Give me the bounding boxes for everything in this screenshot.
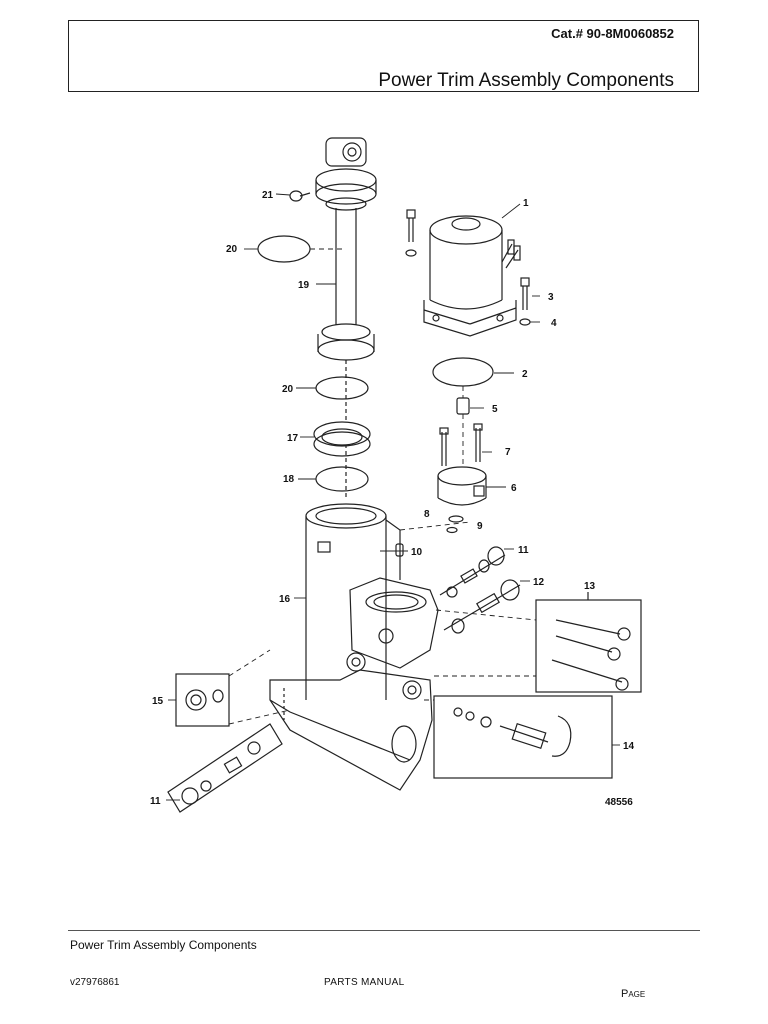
callout-9: 9 <box>477 521 483 532</box>
footer-page-label: Page <box>621 988 646 1000</box>
callout-4: 4 <box>551 318 557 329</box>
callout-numbers: 1 2 3 4 5 6 7 8 9 10 11 12 13 14 15 16 1… <box>150 190 635 808</box>
callout-5: 5 <box>492 404 498 415</box>
callout-8: 8 <box>424 509 430 520</box>
valve-kit-11-upper <box>439 546 506 598</box>
callout-3: 3 <box>548 292 554 303</box>
callout-11-upper: 11 <box>518 545 529 556</box>
callout-6: 6 <box>511 483 517 494</box>
callout-7: 7 <box>505 447 511 458</box>
o-ring-9 <box>446 526 458 534</box>
callout-16: 16 <box>279 594 291 605</box>
coupler-5 <box>456 397 470 415</box>
callout-15: 15 <box>152 696 164 707</box>
callout-19: 19 <box>298 280 310 291</box>
callout-1: 1 <box>523 198 529 209</box>
trim-housing <box>269 503 439 791</box>
callout-10: 10 <box>411 547 423 558</box>
o-ring-20-top <box>257 235 311 263</box>
callout-13: 13 <box>584 581 596 592</box>
callout-11-lower: 11 <box>150 796 161 807</box>
callout-21: 21 <box>262 190 274 201</box>
seal-17 <box>313 421 371 457</box>
callout-20-top: 20 <box>226 244 238 255</box>
valve-kit-11-lower <box>167 723 283 813</box>
pump-bolts-7 <box>439 423 483 466</box>
o-ring-20-lower <box>315 376 369 400</box>
kit-box-15 <box>175 673 230 727</box>
filter-8 <box>448 515 464 523</box>
pin-10 <box>395 543 404 557</box>
callout-12: 12 <box>533 577 545 588</box>
figure-number: 48556 <box>605 797 633 808</box>
header-box: Cat.# 90-8M0060852 Power Trim Assembly C… <box>68 20 699 92</box>
callout-17: 17 <box>287 433 299 444</box>
callout-14: 14 <box>623 741 635 752</box>
footer-doc-code: v27976861 <box>70 977 120 988</box>
callout-2: 2 <box>522 369 528 380</box>
callout-leaders <box>166 193 620 801</box>
o-ring-18 <box>315 466 369 492</box>
dashed-connector-lines <box>228 248 537 725</box>
pump-6 <box>437 466 487 506</box>
screw-21 <box>289 190 311 202</box>
callout-20-lower: 20 <box>282 384 294 395</box>
footer-manual-label: PARTS MANUAL <box>324 977 405 988</box>
kit-box-14 <box>433 695 613 779</box>
footer-section-title: Power Trim Assembly Components <box>70 938 257 952</box>
kit-box-13 <box>535 599 642 693</box>
valve-kit-12 <box>443 579 521 634</box>
catalog-number: Cat.# 90-8M0060852 <box>551 26 674 41</box>
o-ring-2 <box>432 357 494 387</box>
trim-motor <box>423 215 521 337</box>
footer-rule <box>68 930 700 931</box>
trim-cylinder-rod <box>315 137 377 500</box>
callout-18: 18 <box>283 474 295 485</box>
motor-bolt-left <box>405 209 417 257</box>
motor-bolt-3 <box>519 277 531 326</box>
page-title: Power Trim Assembly Components <box>378 70 674 91</box>
